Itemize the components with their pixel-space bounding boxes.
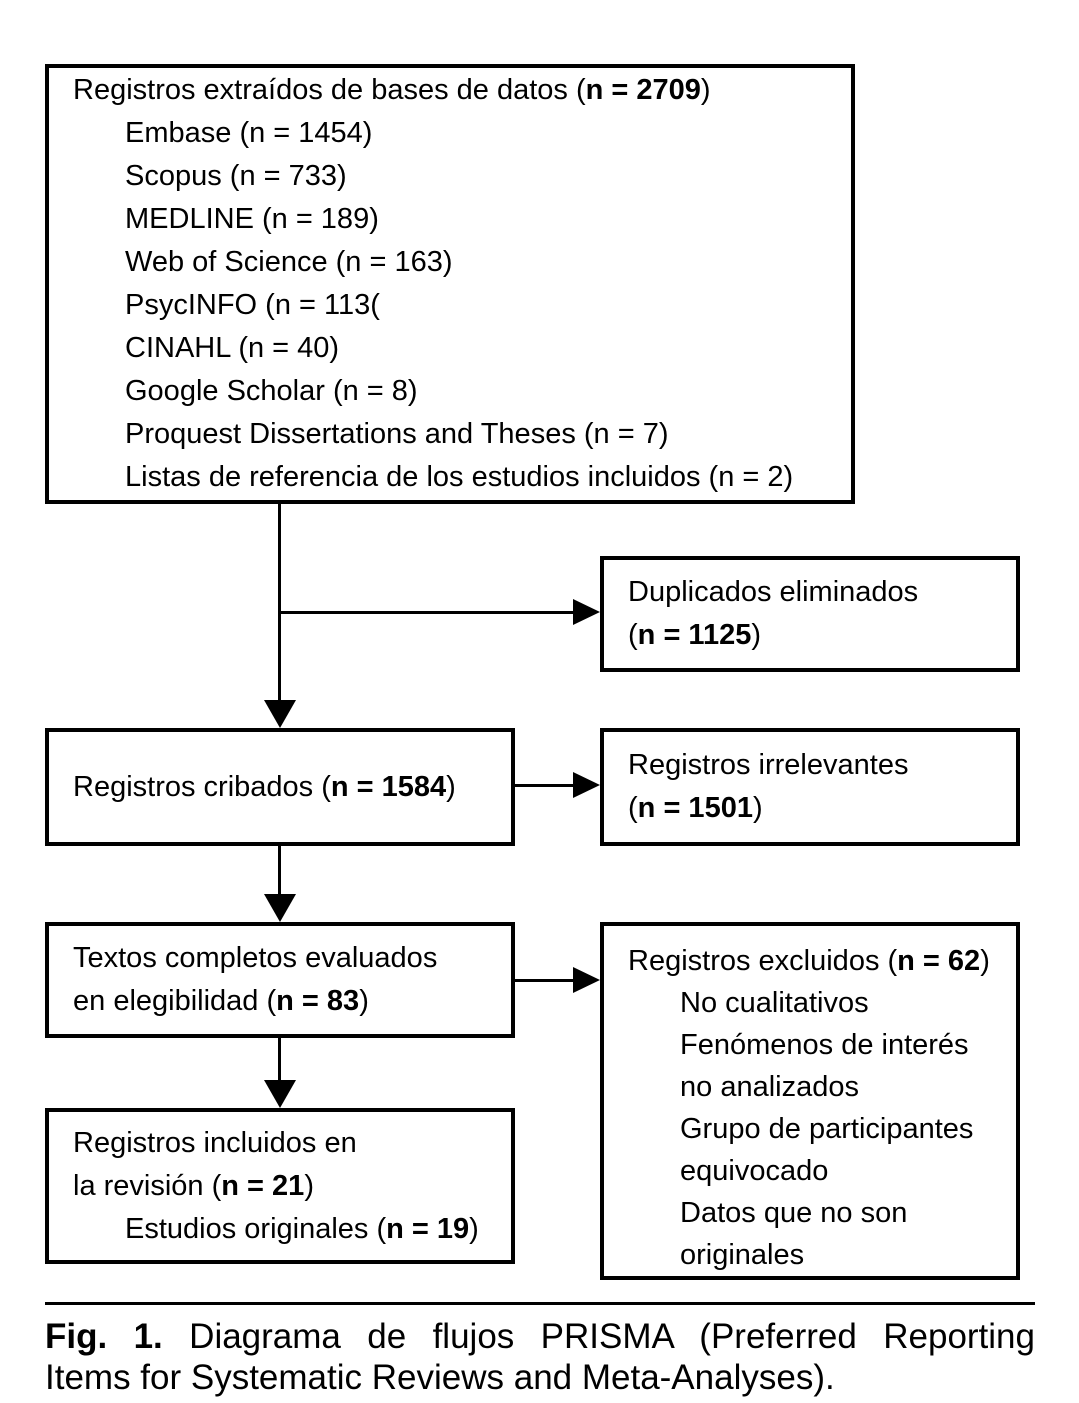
caption-line-1-text: Diagrama de flujos PRISMA (Preferred Rep… [162,1317,1035,1356]
text-segment: Registros extraídos de bases de datos ( [73,74,586,106]
figure-label: Fig. 1. [45,1317,163,1356]
text-line: no analizados [680,1066,1016,1108]
text-line: Registros extraídos de bases de datos (n… [73,69,851,112]
text-segment: ) [304,1169,314,1202]
text-line: Duplicados eliminados [628,571,1016,614]
text-segment: Registros irrelevantes [628,749,909,781]
text-segment: ( [628,619,638,651]
text-segment: Proquest Dissertations and Theses (n = 7… [125,418,669,450]
text-segment: Fenómenos de interés [680,1029,969,1061]
text-segment: Embase (n = 1454) [125,117,373,149]
text-segment: n = 19 [386,1212,470,1245]
text-line: (n = 1125) [628,614,1016,657]
text-line: en elegibilidad (n = 83) [73,980,511,1023]
arrowhead-down-icon [264,1080,296,1108]
text-line: Web of Science (n = 163) [125,241,851,284]
arrow-screened-to-fulltext-shaft [278,844,281,898]
caption-line-2: Items for Systematic Reviews and Meta-An… [45,1358,835,1397]
text-line: Embase (n = 1454) [125,112,851,155]
text-segment: Estudios originales ( [125,1212,387,1245]
arrow-screened-to-irrelevant-shaft [513,784,575,787]
text-segment: n = 83 [276,985,360,1017]
text-line: (n = 1501) [628,787,1016,830]
text-line: originales [680,1234,1016,1276]
text-line: Grupo de participantes [680,1108,1016,1150]
text-segment: Datos que no son [680,1197,908,1229]
text-segment: Scopus (n = 733) [125,160,347,192]
text-line: MEDLINE (n = 189) [125,198,851,241]
text-line: Datos que no son [680,1192,1016,1234]
text-line: CINAHL (n = 40) [125,327,851,370]
box-irrelevant-records: Registros irrelevantes (n = 1501) [600,728,1020,846]
arrowhead-right-icon [573,772,600,798]
text-line: PsycINFO (n = 113( [125,284,851,327]
text-line: Registros cribados (n = 1584) [73,766,511,809]
text-segment: ) [751,619,762,651]
text-line: Registros incluidos en [73,1122,511,1165]
text-line: Textos completos evaluados [73,937,511,980]
box-records-excluded: Registros excluidos (n = 62) No cualitati… [600,922,1020,1280]
box-records-extracted: Registros extraídos de bases de datos (n… [45,64,855,504]
text-line: No cualitativos [680,982,1016,1024]
text-segment: ) [469,1212,479,1245]
text-segment: la revisión ( [73,1169,222,1202]
text-segment: no analizados [680,1071,859,1103]
text-segment: equivocado [680,1155,829,1187]
arrow-to-duplicates-shaft [279,611,575,614]
arrowhead-down-icon [264,700,296,728]
text-segment: Listas de referencia de los estudios inc… [125,461,794,493]
text-segment: Registros excluidos ( [628,945,898,977]
text-line: la revisión (n = 21) [73,1165,511,1208]
text-line: Fenómenos de interés [680,1024,1016,1066]
text-segment: ) [752,792,763,824]
text-line: Registros irrelevantes [628,744,1016,787]
text-segment: en elegibilidad ( [73,985,277,1017]
text-line: Listas de referencia de los estudios inc… [125,456,851,499]
text-segment: Registros incluidos en [73,1126,357,1159]
text-line: Scopus (n = 733) [125,155,851,198]
text-segment: MEDLINE (n = 189) [125,203,379,235]
text-segment: n = 21 [221,1169,305,1202]
text-segment: n = 62 [897,945,981,977]
box-records-included: Registros incluidos en la revisión (n = 2… [45,1108,515,1264]
text-segment: n = 1501 [637,792,753,824]
text-line: Registros excluidos (n = 62) [628,940,1016,982]
arrow-fulltext-to-included-shaft [278,1036,281,1082]
text-segment: n = 1584 [330,770,447,803]
text-segment: ( [628,792,638,824]
arrowhead-right-icon [573,967,600,993]
text-segment: PsycINFO (n = 113( [125,289,380,321]
box-fulltext-assessed: Textos completos evaluados en elegibilida… [45,922,515,1038]
text-segment: Registros cribados ( [73,770,331,803]
box-duplicates-removed: Duplicados eliminados (n = 1125) [600,556,1020,672]
text-segment: ) [700,74,711,106]
text-segment: originales [680,1239,805,1271]
text-line: Estudios originales (n = 19) [125,1208,511,1251]
text-line: Google Scholar (n = 8) [125,370,851,413]
text-segment: CINAHL (n = 40) [125,332,340,364]
arrowhead-down-icon [264,894,296,922]
text-segment: Textos completos evaluados [73,942,438,974]
text-line: Proquest Dissertations and Theses (n = 7… [125,413,851,456]
text-segment: Google Scholar (n = 8) [125,375,418,407]
figure-caption: Fig. 1. Diagrama de flujos PRISMA (Prefe… [45,1316,1035,1398]
text-segment: Grupo de participantes [680,1113,974,1145]
text-segment: n = 2709 [585,74,701,106]
text-segment: ) [359,985,369,1017]
text-segment: No cualitativos [680,987,869,1019]
text-segment: ) [980,945,990,977]
arrowhead-right-icon [573,599,600,625]
text-segment: Web of Science (n = 163) [125,246,453,278]
arrow-fulltext-to-excluded-shaft [513,979,575,982]
caption-line-1: Fig. 1. Diagrama de flujos PRISMA (Prefe… [45,1316,1035,1357]
arrow-extracted-to-screened-shaft [278,504,281,704]
text-line: equivocado [680,1150,1016,1192]
box-records-screened: Registros cribados (n = 1584) [45,728,515,846]
text-segment: n = 1125 [637,619,752,651]
text-segment: Duplicados eliminados [628,576,919,608]
caption-divider [45,1302,1035,1305]
text-segment: ) [446,770,456,803]
